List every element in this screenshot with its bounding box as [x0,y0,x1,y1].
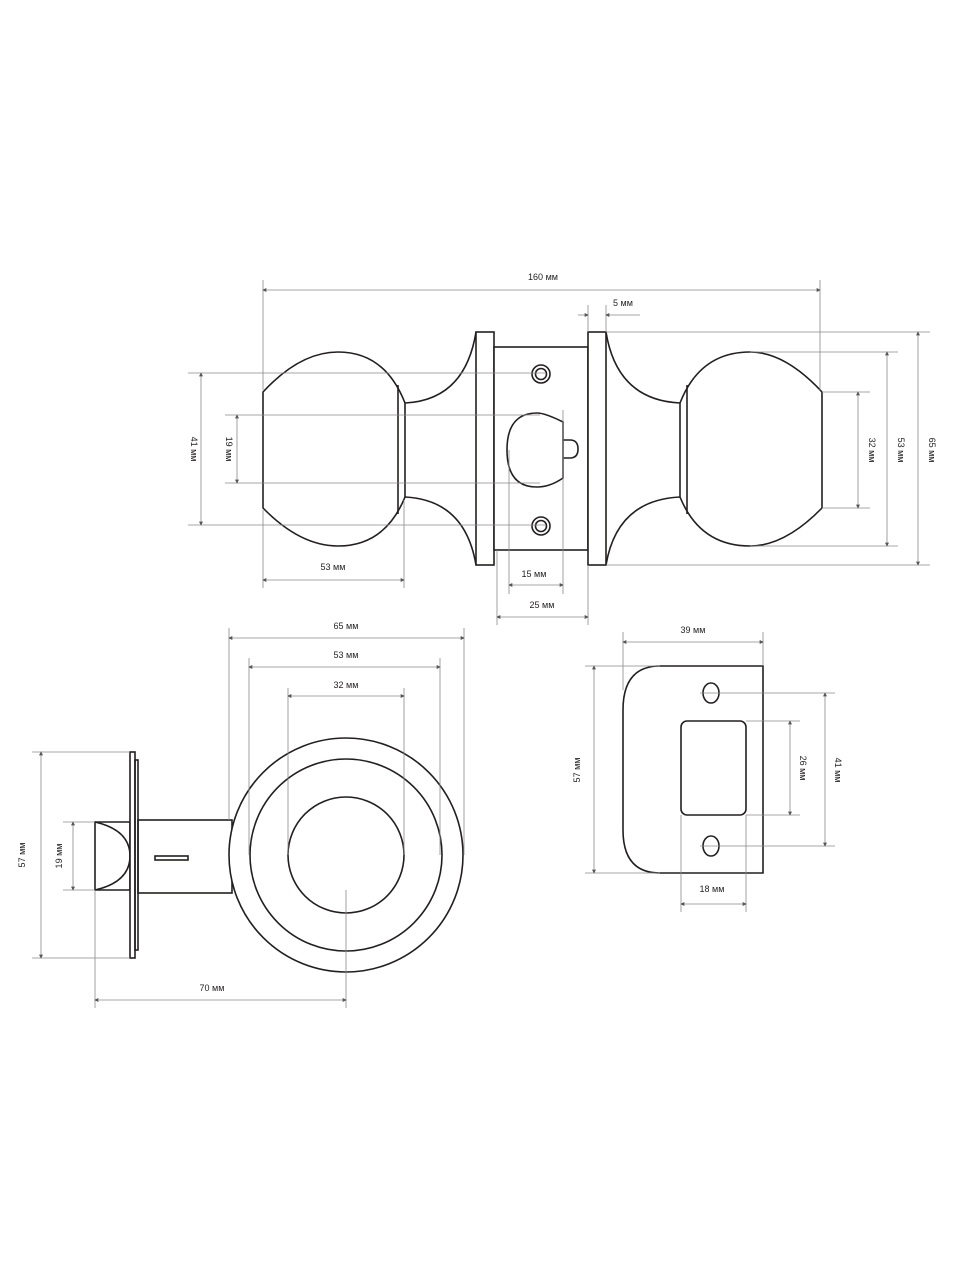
strike-plate-outline [622,665,764,874]
dim-53-side: 53 мм [334,650,359,660]
latch-hole [506,412,579,488]
strike-plate: 39 мм 57 мм 26 мм 41 мм 18 мм [572,625,843,912]
dim-65: 65 мм [927,438,937,463]
dim-41: 41 мм [189,437,199,462]
dim-53-right: 53 мм [896,438,906,463]
dim-15: 15 мм [522,569,547,579]
dim-26: 26 мм [798,756,808,781]
dim-32: 32 мм [867,438,877,463]
latch-slot [154,855,189,861]
dim-57-side: 57 мм [17,843,27,868]
left-neck [404,331,477,566]
screw-hole-bottom [531,516,551,536]
dim-19: 19 мм [224,437,234,462]
dim-25: 25 мм [530,600,555,610]
latch-bolt [94,821,131,891]
right-neck [605,331,681,566]
dim-5: 5 мм [613,298,633,308]
dim-39: 39 мм [681,625,706,635]
dim-32-side: 32 мм [334,680,359,690]
dim-53: 53 мм [321,562,346,572]
latch-body [493,346,589,551]
right-knob [679,351,823,547]
strike-opening [680,720,747,816]
top-view: 160 мм 5 мм 41 мм 19 мм 53 мм 15 мм 25 м… [188,272,937,625]
left-knob [262,351,406,547]
side-view: 65 мм 53 мм 32 мм 57 мм 19 мм 70 мм [17,621,465,1008]
dim-65-side: 65 мм [334,621,359,631]
dim-57-strike: 57 мм [572,758,582,783]
left-rosette [475,331,495,566]
dimension-lines [188,280,930,625]
right-rosette [587,331,607,566]
dim-70: 70 мм [200,983,225,993]
dim-19-side: 19 мм [54,844,64,869]
dim-18: 18 мм [700,884,725,894]
dim-41-strike: 41 мм [833,758,843,783]
dim-160: 160 мм [528,272,558,282]
screw-hole-top [531,364,551,384]
